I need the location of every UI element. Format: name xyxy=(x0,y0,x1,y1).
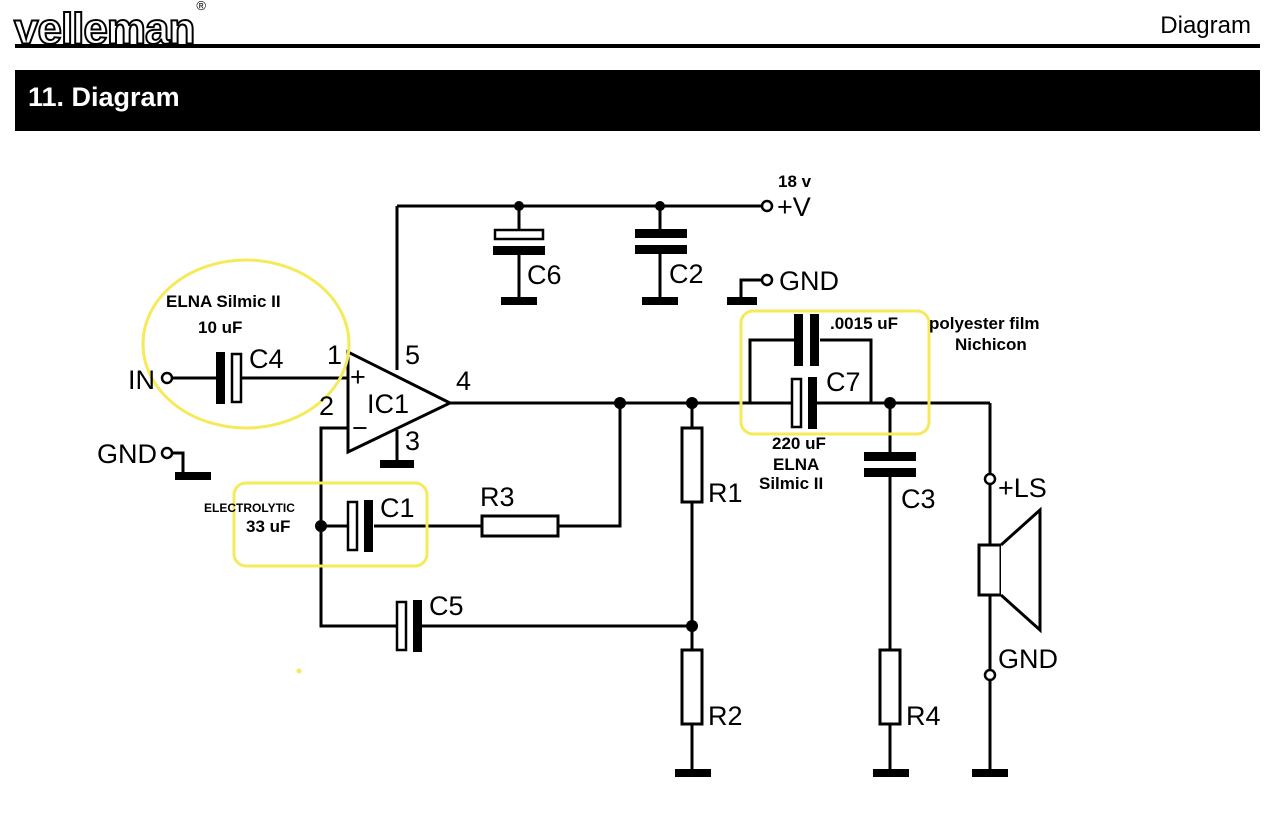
r1-label: R1 xyxy=(708,478,743,508)
resistor-r2 xyxy=(680,648,704,726)
ic-label: IC1 xyxy=(367,389,409,419)
c7-note-line3: Silmic II xyxy=(759,474,823,493)
c1-note-line2: 33 uF xyxy=(246,517,290,536)
capacitor-c7-film xyxy=(794,314,819,366)
ls-plus-label: +LS xyxy=(998,473,1047,503)
resistor-r3 xyxy=(480,514,560,538)
ic-plus-sign: + xyxy=(350,362,366,392)
section-title: 11. Diagram xyxy=(28,82,180,112)
c7-note-line2: ELNA xyxy=(773,455,819,474)
terminal-circles xyxy=(160,199,997,682)
ground-bars xyxy=(175,297,1008,777)
capacitor-c2 xyxy=(635,229,687,254)
vplus-label: +V xyxy=(777,192,811,222)
ic-pin3: 3 xyxy=(405,426,420,456)
ls-gnd-label: GND xyxy=(998,644,1058,674)
opamp-ic1 xyxy=(346,349,454,455)
speaker-icon xyxy=(977,506,1042,634)
header-section-label: Diagram xyxy=(1160,12,1251,39)
r2-label: R2 xyxy=(708,701,743,731)
c3-label: C3 xyxy=(901,484,936,514)
highlight-dot xyxy=(296,668,302,674)
c7-note-line1: 220 uF xyxy=(772,434,826,453)
r4-label: R4 xyxy=(906,701,941,731)
c7-label: C7 xyxy=(826,367,861,397)
capacitor-c4 xyxy=(216,352,243,404)
highlight-c4 xyxy=(141,258,351,430)
c4-note-line1: ELNA Silmic II xyxy=(166,292,281,311)
capacitor-c7 xyxy=(790,377,817,429)
c4-label: C4 xyxy=(249,344,284,374)
c2-label: C2 xyxy=(669,259,704,289)
r3-label: R3 xyxy=(480,482,515,512)
section-banner: 11. Diagram xyxy=(15,70,1260,131)
gnd-input-label: GND xyxy=(97,439,157,469)
c7-film-value: .0015 uF xyxy=(830,314,898,333)
capacitor-c3 xyxy=(864,452,916,477)
resistor-r4 xyxy=(878,648,902,726)
c7-film-brand: Nichicon xyxy=(955,335,1027,354)
c4-note-line2: 10 uF xyxy=(198,318,242,337)
ic-pin4: 4 xyxy=(456,366,471,396)
resistor-r1 xyxy=(680,426,704,504)
capacitor-c5 xyxy=(395,600,422,652)
wires xyxy=(172,204,992,772)
input-label: IN xyxy=(128,365,155,395)
gnd-top-label: GND xyxy=(779,266,839,296)
capacitor-c6 xyxy=(493,228,545,255)
capacitor-c1 xyxy=(346,500,373,552)
ic-pin2: 2 xyxy=(319,391,334,421)
highlight-outlines xyxy=(141,258,931,568)
c6-label: C6 xyxy=(527,260,562,290)
c1-label: C1 xyxy=(380,493,415,523)
registered-mark: ® xyxy=(196,0,206,13)
c1-note-line1: ELECTROLYTIC xyxy=(204,501,295,515)
highlight-c7 xyxy=(739,309,931,436)
ic-pin1: 1 xyxy=(327,340,342,370)
highlight-c1 xyxy=(232,481,429,568)
c5-label: C5 xyxy=(429,591,464,621)
junction-dots xyxy=(315,201,896,632)
ic-pin5: 5 xyxy=(405,340,420,370)
header-rule xyxy=(15,44,1260,48)
vplus-note: 18 v xyxy=(778,172,812,191)
ic-minus-sign: − xyxy=(352,413,368,443)
c7-film-type: polyester film xyxy=(929,314,1040,333)
resistors xyxy=(480,426,902,726)
